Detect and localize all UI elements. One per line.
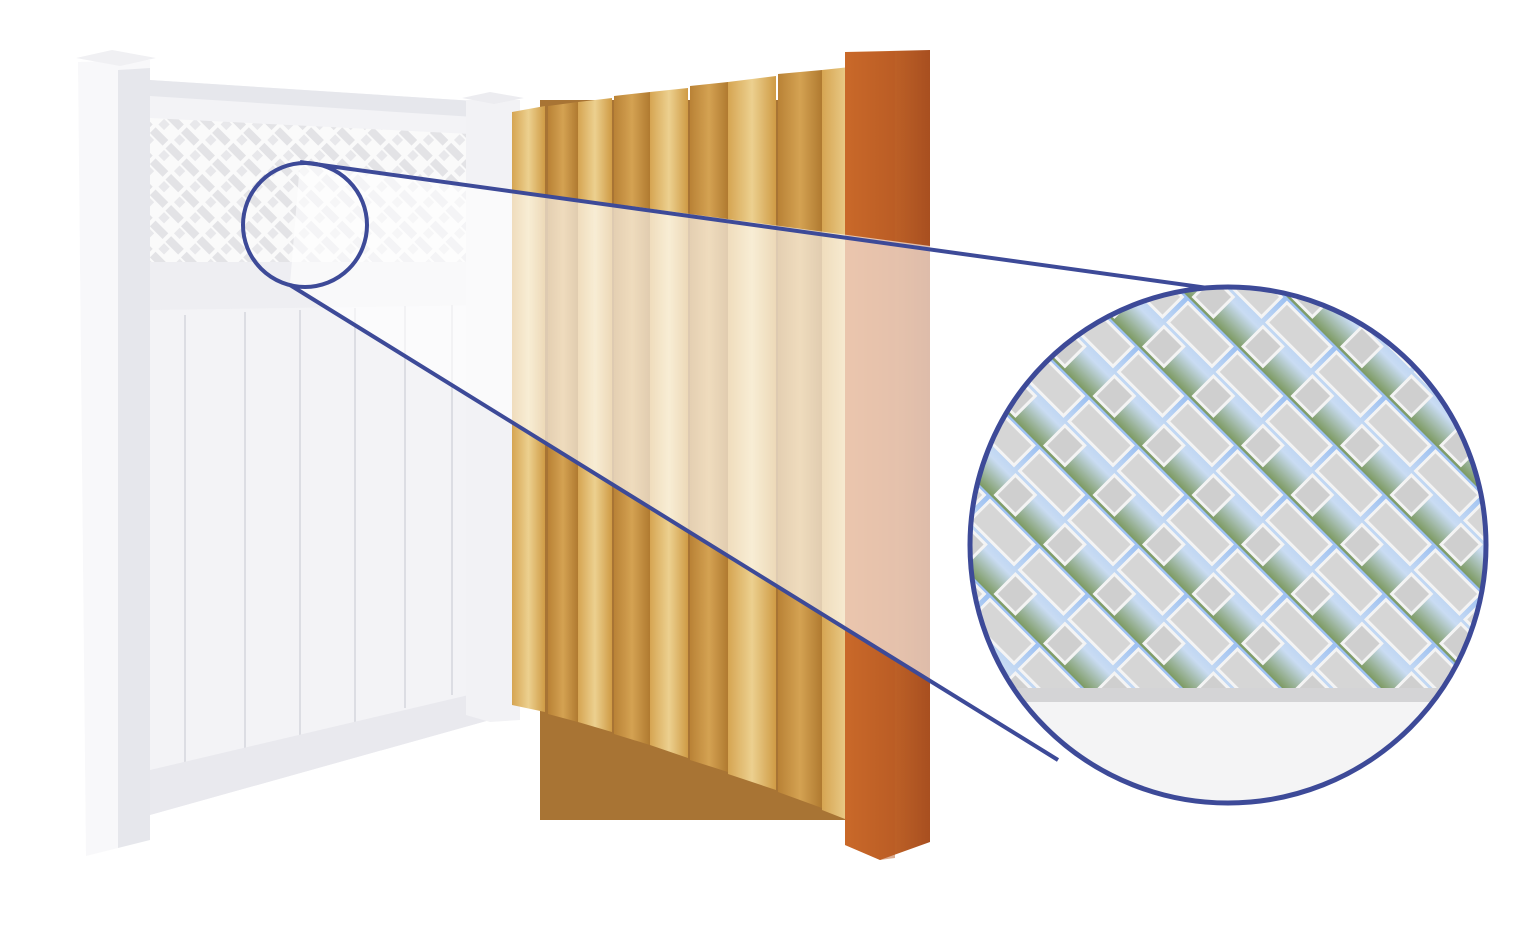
magnified-lattice [972,289,1484,801]
magnifier-line-bottom [288,283,1060,762]
magnifier-line-top [299,160,1216,291]
large-magnifier-ring [967,284,1489,806]
